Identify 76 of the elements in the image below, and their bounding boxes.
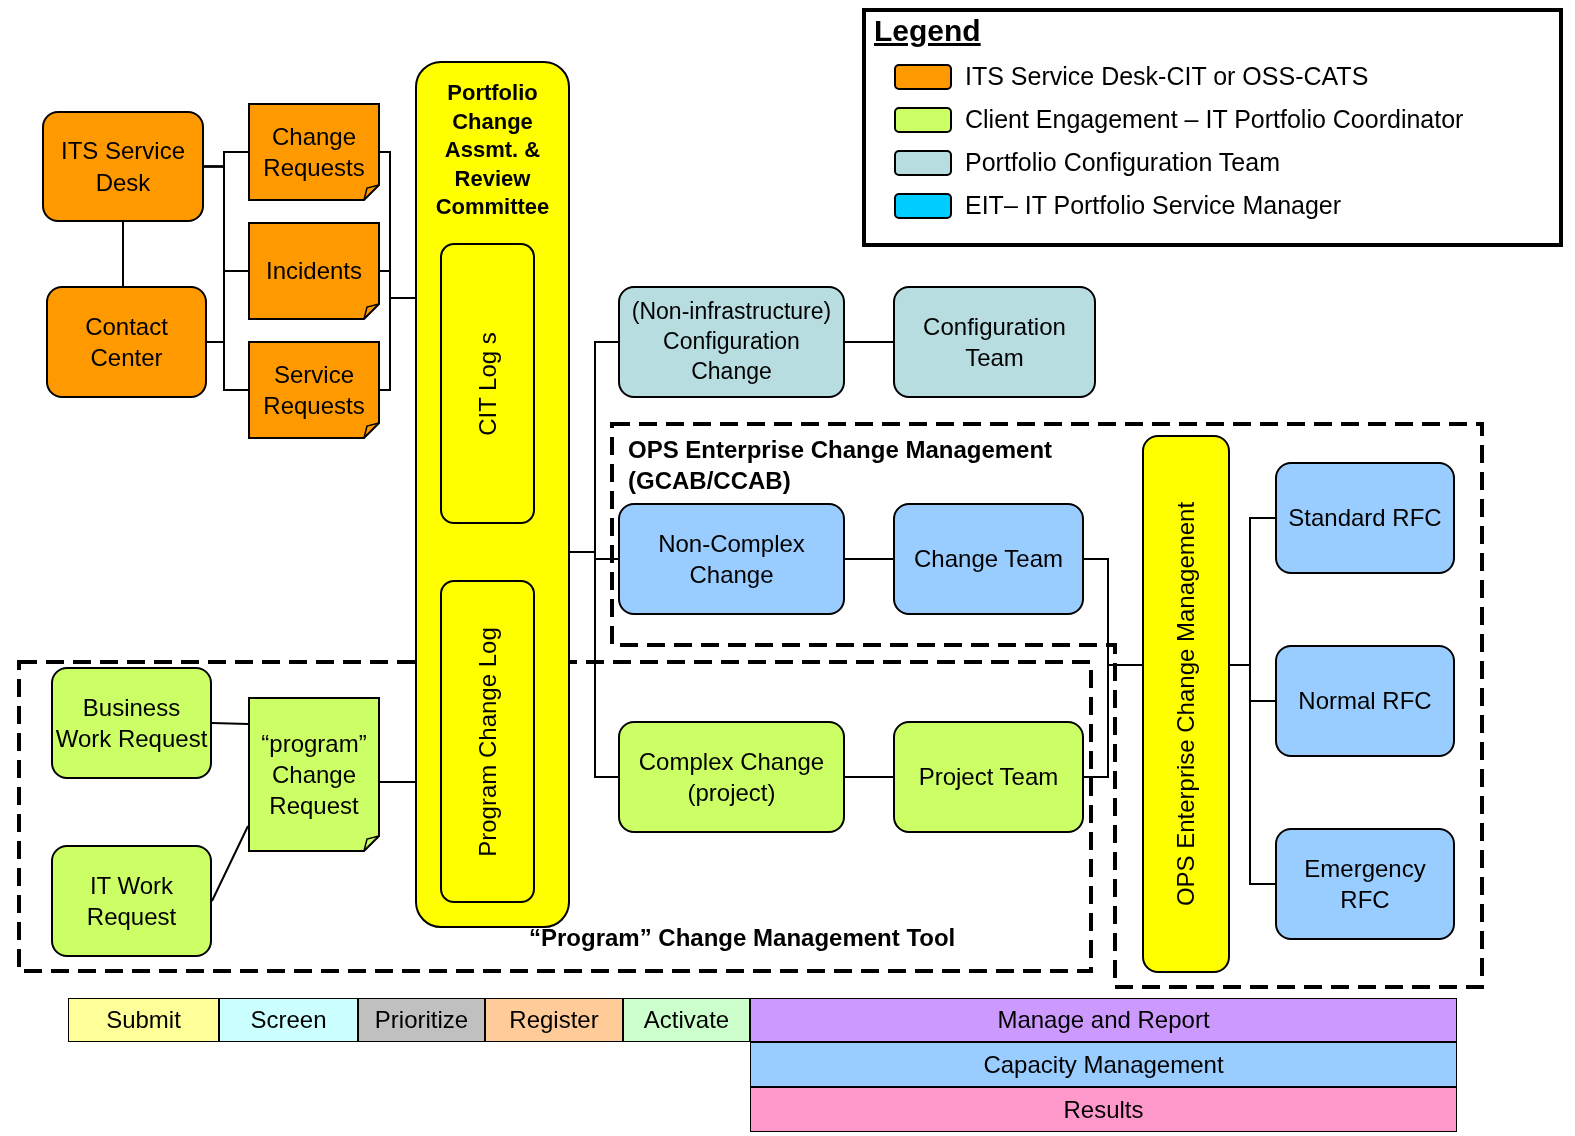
connector-line (1229, 664, 1276, 885)
connector-line (379, 297, 416, 391)
connector-line (844, 341, 894, 343)
box-label: Normal RFC (1298, 686, 1432, 717)
box-label: Business Work Request (54, 692, 209, 754)
log-box (440, 580, 535, 903)
process-box (618, 286, 845, 398)
process-box (1142, 435, 1230, 973)
process-box (618, 721, 845, 833)
box-label: Change Team (914, 544, 1063, 575)
process-box (1275, 828, 1455, 940)
box-label: Activate (643, 1005, 730, 1036)
note-box (248, 222, 380, 320)
phase-band (485, 998, 623, 1042)
note-box (248, 697, 380, 852)
box-label: Contact Center (84, 311, 169, 373)
box-label: IT Work Request (85, 870, 178, 932)
box-label: “program” Change Request (260, 728, 368, 822)
phase-band (623, 998, 750, 1042)
box-label: Standard RFC (1288, 503, 1442, 534)
box-label: Non-Complex Change (657, 528, 806, 590)
process-box (51, 667, 212, 779)
phase-band (68, 998, 219, 1042)
log-box (440, 243, 535, 524)
box-label: Manage and Report (997, 1005, 1210, 1036)
process-box (46, 286, 207, 398)
box-label: Capacity Management (983, 1049, 1224, 1080)
box-label: ITS Service Desk (60, 136, 186, 198)
box-label: Emergency RFC (1303, 853, 1427, 915)
box-label: Configuration Team (922, 311, 1067, 373)
legend-text: ITS Service Desk-CIT or OSS-CATS (965, 62, 1369, 91)
connector-line (844, 558, 894, 560)
phase-band (750, 1042, 1457, 1087)
box-label: Complex Change (project) (637, 746, 826, 808)
box-label: Submit (106, 1005, 181, 1036)
connector-line (122, 221, 124, 287)
note-box (248, 103, 380, 201)
process-box (51, 845, 212, 957)
box-label: Service Requests (262, 359, 366, 421)
phase-band (750, 1087, 1457, 1132)
connector-line (569, 551, 619, 778)
phase-band (750, 998, 1457, 1042)
legend-text: EIT– IT Portfolio Service Manager (965, 191, 1342, 220)
phase-band (358, 998, 485, 1042)
box-label: Portfolio Change Assmt. & Review Committee (434, 79, 551, 222)
phase-band (219, 998, 358, 1042)
region-title: OPS Enterprise Change Management (GCAB/CCAB) (628, 435, 1054, 497)
box-label: Incidents (265, 256, 363, 287)
box-label: Prioritize (374, 1005, 469, 1036)
connector-line (379, 781, 416, 783)
box-label: Results (1063, 1094, 1144, 1125)
process-box (893, 503, 1084, 615)
process-box (42, 111, 204, 222)
process-box (893, 721, 1084, 833)
legend-title: Legend (874, 14, 981, 48)
connector-line (211, 722, 249, 725)
legend-text: Client Engagement – IT Portfolio Coordinator (965, 105, 1464, 134)
note-box (248, 341, 380, 439)
connector-line (211, 825, 249, 902)
connector-line (1083, 664, 1143, 778)
box-label: Register (509, 1005, 599, 1036)
box-label: (Non-infrastructure) Configuration Change (630, 297, 833, 386)
box-label: Project Team (918, 762, 1059, 793)
connector-line (844, 776, 894, 778)
box-label: OPS Enterprise Change Management (1171, 501, 1201, 907)
committee-column (415, 61, 570, 928)
process-box (1275, 462, 1455, 574)
box-label: Change Requests (262, 121, 366, 183)
process-box (1275, 645, 1455, 757)
box-label: CIT Log s (472, 331, 502, 436)
box-label: Screen (250, 1005, 327, 1036)
legend-text: Portfolio Configuration Team (965, 148, 1280, 177)
process-box (893, 286, 1096, 398)
process-box (618, 503, 845, 615)
box-label: Program Change Log (472, 626, 502, 857)
region-title: “Program” Change Management Tool (529, 923, 956, 953)
